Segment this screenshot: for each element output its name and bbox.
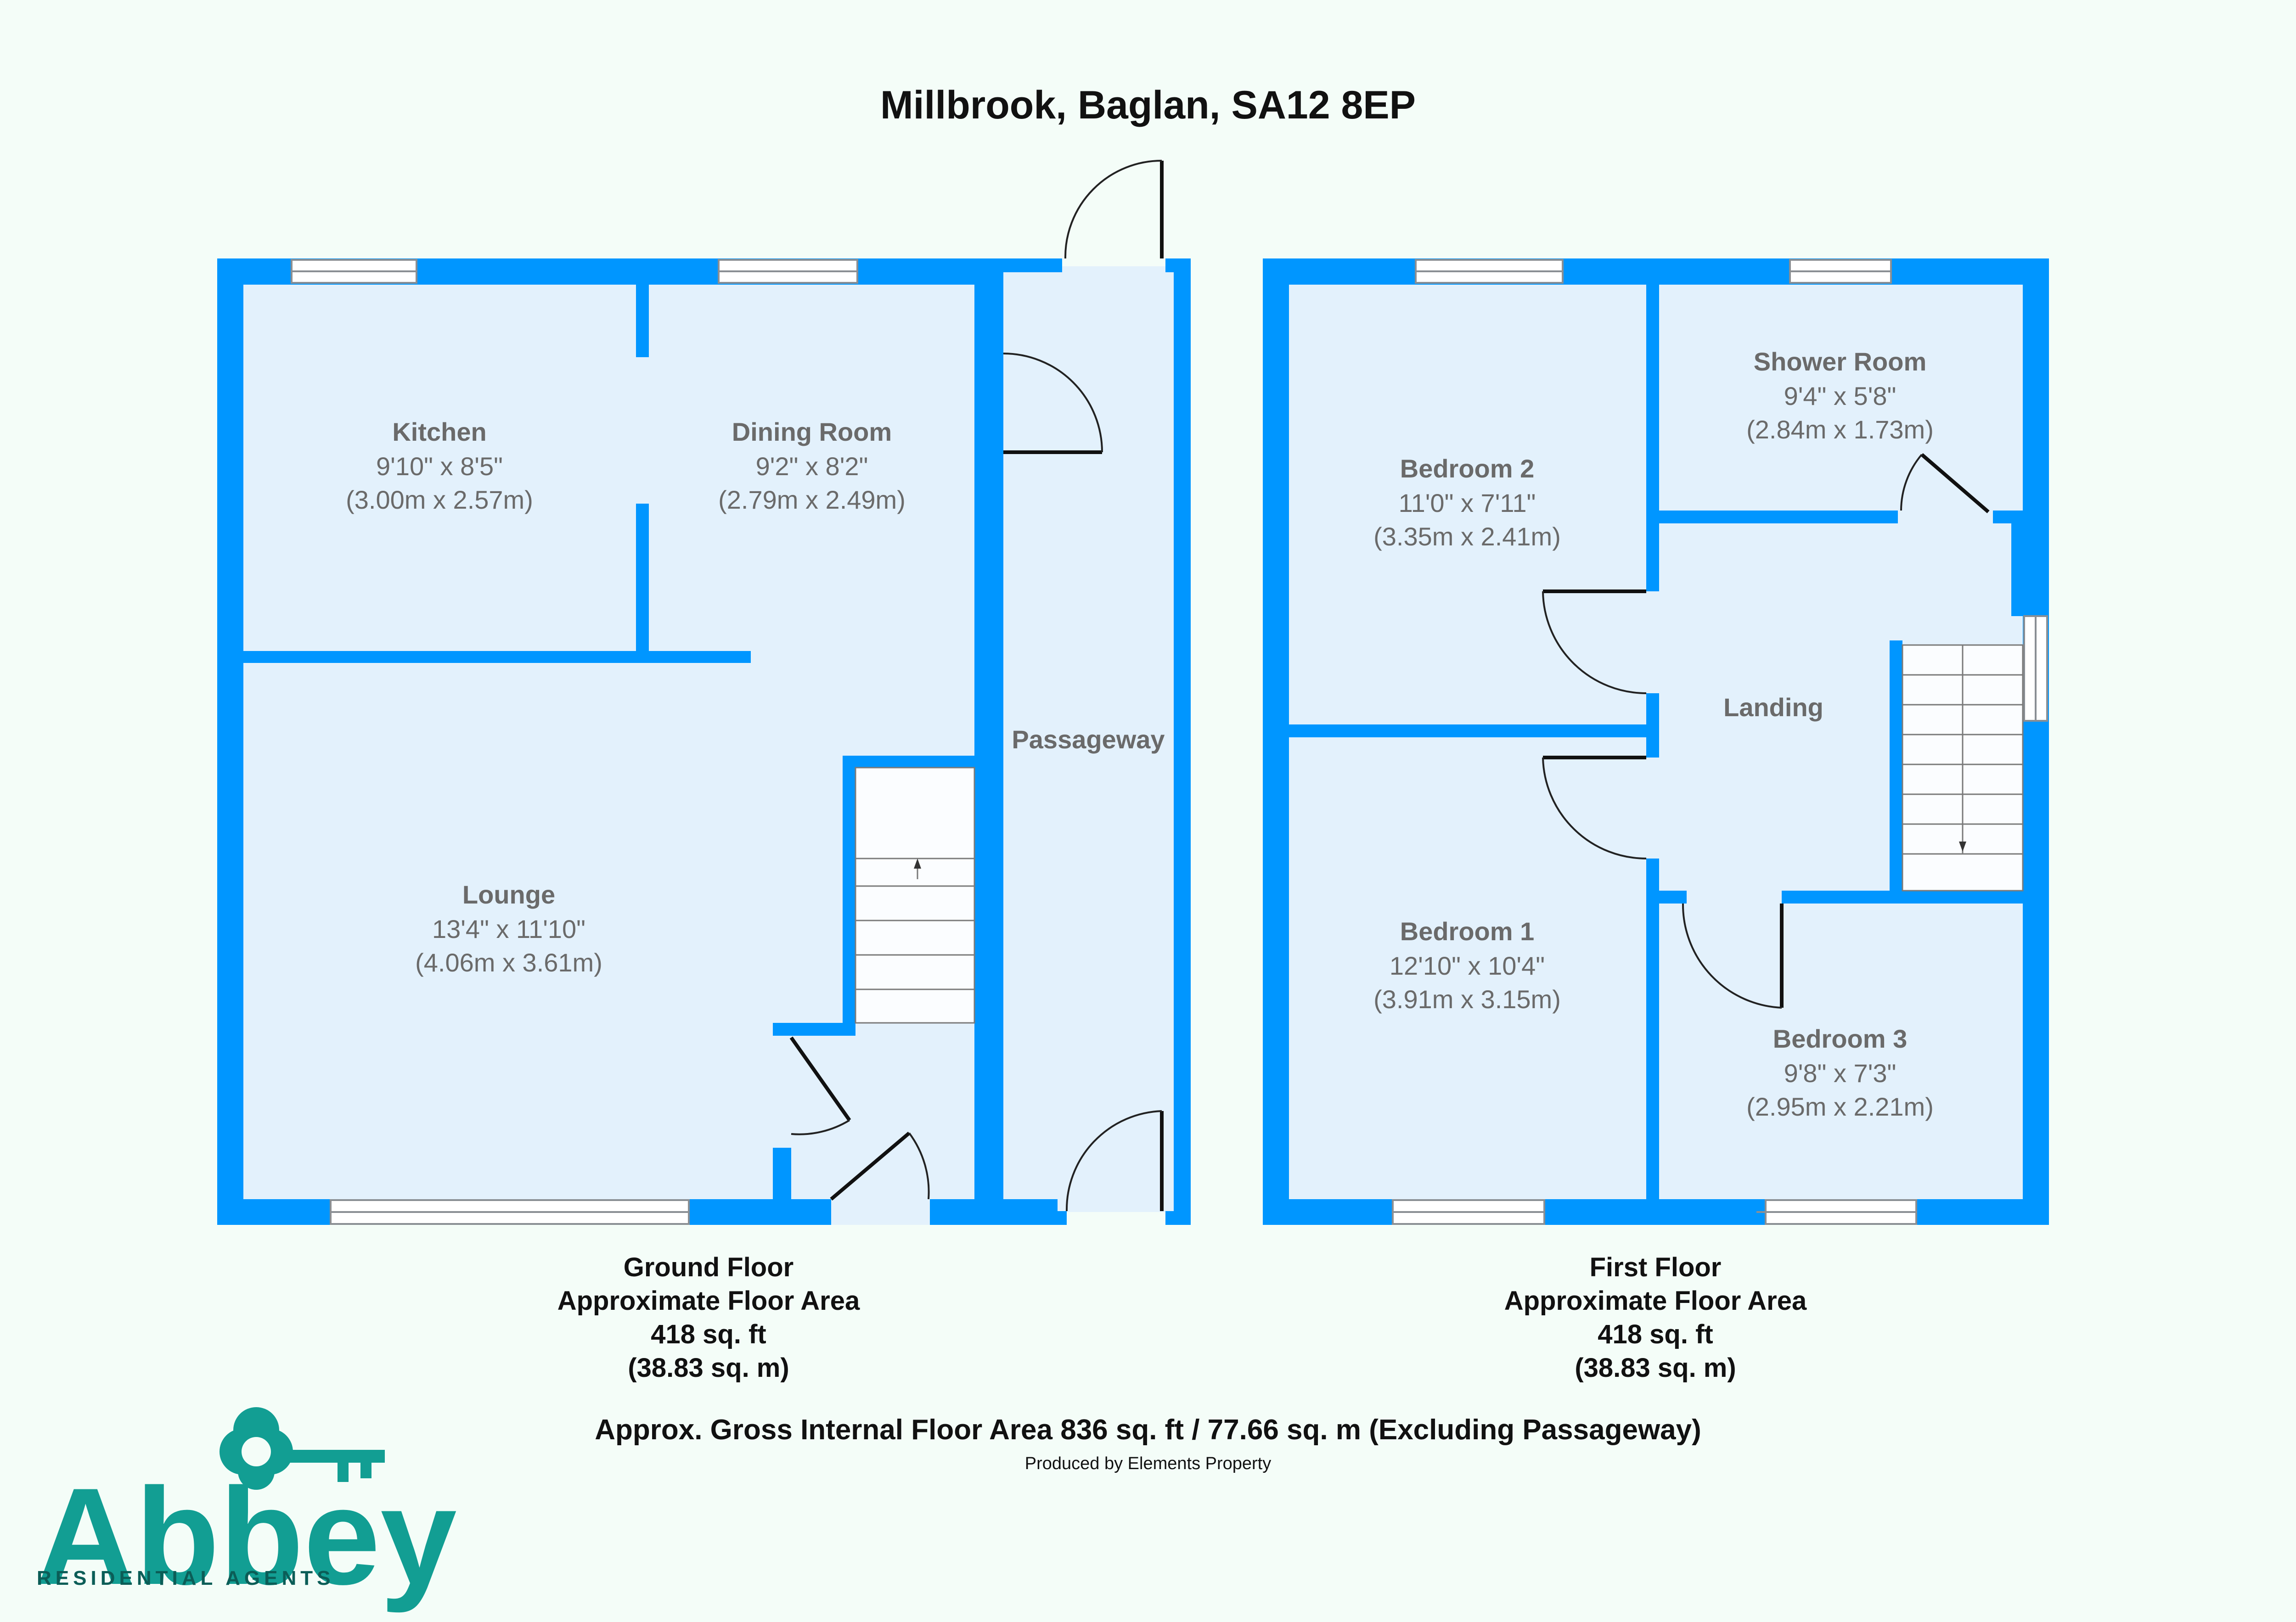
passageway-fill (1003, 266, 1174, 1212)
wall (1002, 258, 1062, 272)
brand-tagline: RESIDENTIAL AGENTS (37, 1567, 335, 1589)
staircase (855, 767, 975, 1024)
room-metric-shower: (2.84m x 1.73m) (1746, 415, 1934, 444)
floor-area-label: Approximate Floor Area (557, 1286, 860, 1316)
wall (1165, 1211, 1191, 1225)
ground-floor-area: Ground Floor Approximate Floor Area 418 … (557, 1252, 860, 1383)
property-address: Millbrook, Baglan, SA12 8EP (880, 83, 1416, 127)
room-dims-bedroom2: 11'0" x 7'11" (1399, 488, 1536, 517)
wall (1263, 1199, 2049, 1225)
wall (1890, 640, 1902, 891)
room-name-bedroom3: Bedroom 3 (1773, 1024, 1908, 1053)
room-name-shower: Shower Room (1754, 347, 1926, 376)
floor-area-sqft: 418 sq. ft (1598, 1319, 1713, 1349)
room-metric-lounge: (4.06m x 3.61m) (415, 948, 602, 977)
abbey-logo: Abbey RESIDENTIAL AGENTS (36, 1407, 458, 1614)
wall (1289, 724, 1659, 737)
wall (1002, 1211, 1067, 1225)
wall (2011, 511, 2023, 616)
room-dims-bedroom1: 12'10" x 10'4" (1390, 951, 1545, 980)
wall (243, 651, 751, 663)
room-name-kitchen: Kitchen (392, 417, 486, 446)
wall (1174, 258, 1191, 1225)
ground-interior (243, 285, 974, 1203)
staircase-landing (1902, 644, 2024, 892)
produced-by: Produced by Elements Property (1025, 1454, 1272, 1473)
floor-name: Ground Floor (624, 1252, 794, 1282)
room-name-bedroom1: Bedroom 1 (1400, 917, 1535, 946)
gross-internal-area: Approx. Gross Internal Floor Area 836 sq… (595, 1414, 1701, 1446)
front-door-opening (831, 1199, 930, 1225)
wall (1646, 693, 1659, 758)
wall (1263, 258, 1289, 1225)
room-dims-shower: 9'4" x 5'8" (1784, 382, 1896, 410)
wall (843, 756, 974, 768)
door-swing (908, 1132, 930, 1200)
room-metric-bedroom2: (3.35m x 2.41m) (1373, 522, 1561, 551)
floor-name: First Floor (1590, 1252, 1722, 1282)
brand-name: Abbey (36, 1459, 458, 1614)
wall (1646, 285, 1659, 591)
room-name-passageway: Passageway (1012, 725, 1165, 754)
door-swing (1003, 353, 1103, 453)
room-dims-dining: 9'2" x 8'2" (756, 452, 868, 481)
room-name-bedroom2: Bedroom 2 (1400, 454, 1535, 483)
room-dims-lounge: 13'4" x 11'10" (432, 915, 585, 943)
floor-area-sqm: (38.83 sq. m) (628, 1353, 789, 1383)
room-dims-kitchen: 9'10" x 8'5" (376, 452, 503, 481)
floor-area-sqm: (38.83 sq. m) (1575, 1353, 1736, 1383)
room-name-landing: Landing (1723, 693, 1823, 722)
first-floor: Bedroom 2 11'0" x 7'11" (3.35m x 2.41m) … (1263, 258, 2049, 1225)
floor-area-sqft: 418 sq. ft (651, 1319, 766, 1349)
first-floor-area: First Floor Approximate Floor Area 418 s… (1504, 1252, 1807, 1383)
wall (1659, 891, 1687, 904)
key-icon (219, 1407, 385, 1490)
room-metric-kitchen: (3.00m x 2.57m) (346, 485, 533, 514)
door-leaf (789, 1036, 851, 1122)
door-leaf (1920, 453, 1990, 514)
wall (1263, 258, 2049, 285)
wall (1782, 891, 2023, 904)
ground-floor: Kitchen 9'10" x 8'5" (3.00m x 2.57m) Din… (217, 160, 1191, 1225)
wall (974, 258, 1003, 1225)
door-swing (791, 1119, 850, 1135)
door-leaf (830, 1131, 911, 1201)
room-metric-dining: (2.79m x 2.49m) (718, 485, 906, 514)
wall (843, 756, 855, 1036)
door-swing (1064, 160, 1162, 259)
door-swing (1542, 757, 1647, 859)
door-swing (1065, 1110, 1162, 1212)
wall (773, 1023, 855, 1036)
room-metric-bedroom1: (3.91m x 3.15m) (1373, 985, 1561, 1014)
wall (636, 285, 649, 357)
wall (2023, 258, 2049, 1225)
room-name-dining: Dining Room (732, 417, 892, 446)
wall (1646, 859, 1659, 1199)
door-swing (1542, 591, 1647, 694)
floor-area-label: Approximate Floor Area (1504, 1286, 1807, 1316)
door-swing (1682, 903, 1782, 1009)
wall (1659, 511, 1898, 523)
wall (773, 1148, 791, 1212)
wall (217, 258, 243, 1225)
room-metric-bedroom3: (2.95m x 2.21m) (1746, 1092, 1934, 1121)
room-dims-bedroom3: 9'8" x 7'3" (1784, 1059, 1896, 1088)
wall (636, 504, 649, 651)
room-name-lounge: Lounge (462, 880, 555, 909)
door-swing (1900, 454, 1923, 511)
